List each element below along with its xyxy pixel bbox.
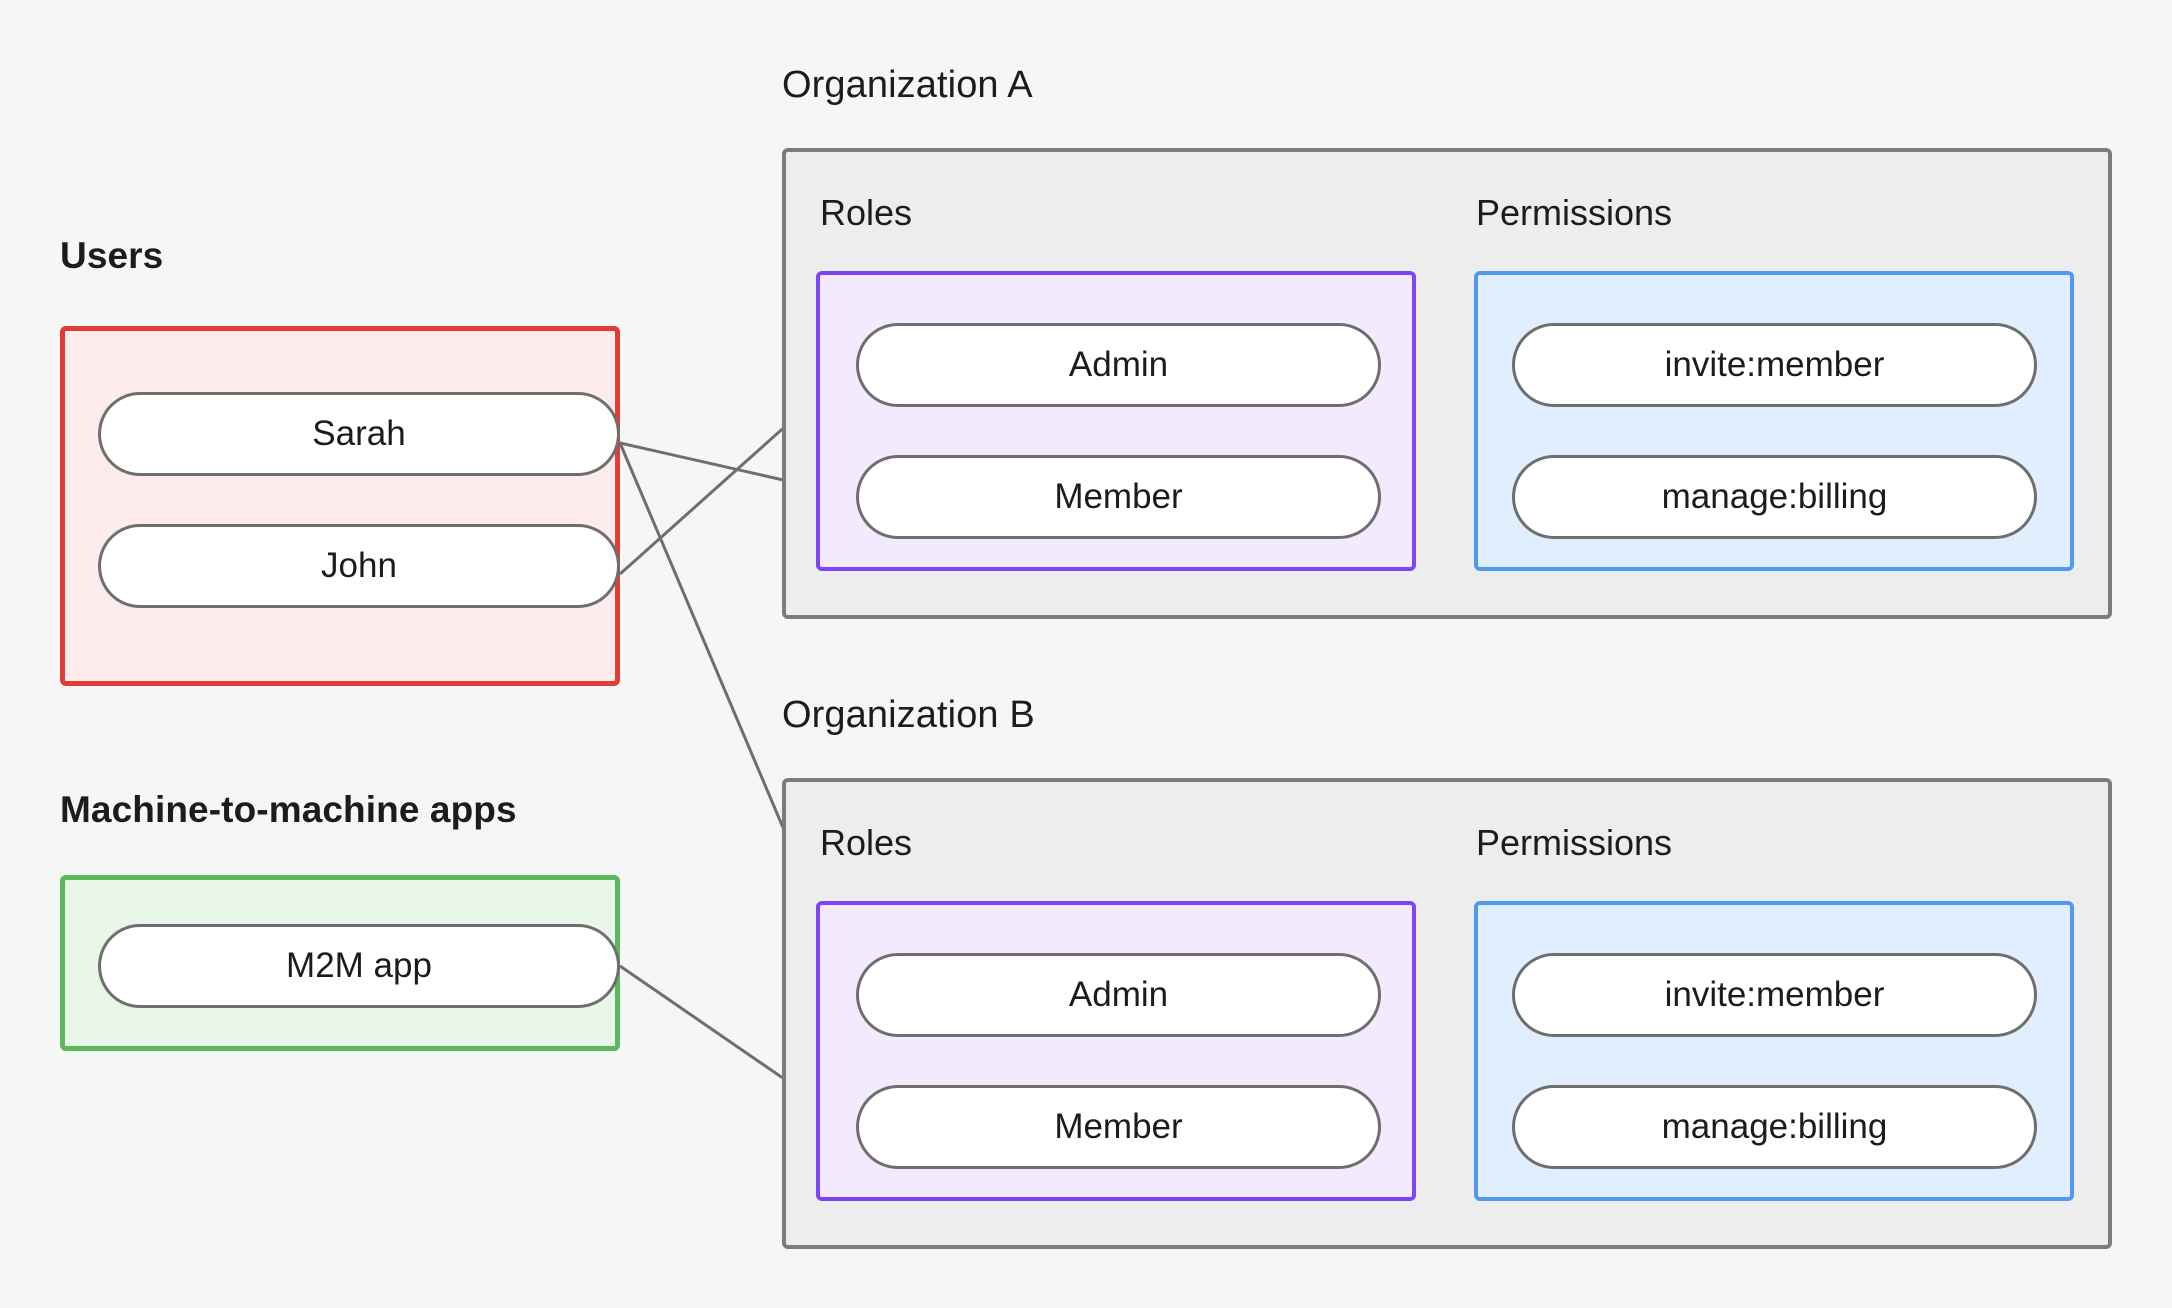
users-group-label: Users [60,235,164,276]
role-node-org-a-member[interactable]: Member [856,455,1381,539]
org-b-label: Organization B [782,694,1035,736]
permission-node-org-a-billing[interactable]: manage:billing [1512,455,2037,539]
user-node-john[interactable]: John [98,524,620,608]
org-b-permissions-label: Permissions [1476,822,1673,863]
permission-node-org-a-invite[interactable]: invite:member [1512,323,2037,407]
org-a-label: Organization A [782,64,1033,106]
role-node-org-b-member[interactable]: Member [856,1085,1381,1169]
user-node-sarah[interactable]: Sarah [98,392,620,476]
m2m-group-label: Machine-to-machine apps [60,789,517,830]
org-b-roles-label: Roles [820,822,913,863]
users-group [60,326,620,686]
role-node-org-b-admin[interactable]: Admin [856,953,1381,1037]
role-node-org-a-admin[interactable]: Admin [856,323,1381,407]
org-a-permissions-label: Permissions [1476,192,1673,233]
permission-node-org-b-invite[interactable]: invite:member [1512,953,2037,1037]
m2m-node-app[interactable]: M2M app [98,924,620,1008]
org-a-roles-label: Roles [820,192,913,233]
permission-node-org-b-billing[interactable]: manage:billing [1512,1085,2037,1169]
